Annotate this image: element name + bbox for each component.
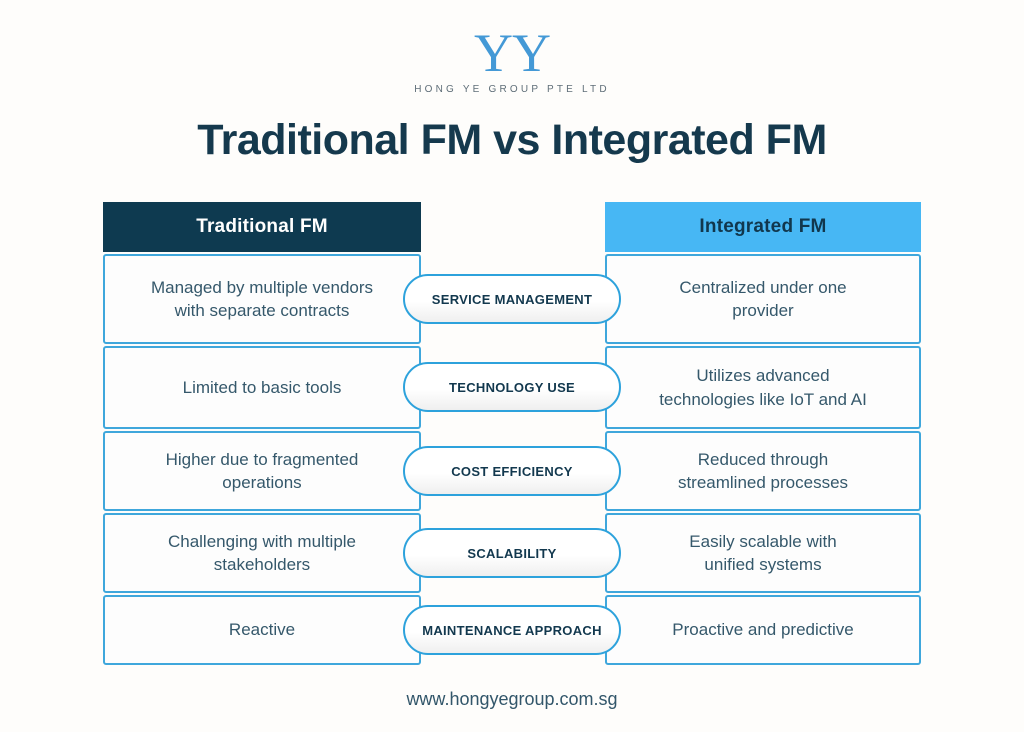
- traditional-fm-header: Traditional FM: [103, 202, 421, 252]
- integrated-maintenance-approach-cell: Proactive and predictive: [605, 595, 921, 665]
- integrated-scalability-cell: Easily scalable with unified systems: [605, 513, 921, 593]
- traditional-fm-column: Traditional FM Managed by multiple vendo…: [103, 202, 421, 665]
- category-pill-scalability: SCALABILITY: [403, 528, 621, 578]
- traditional-technology-use-cell: Limited to basic tools: [103, 346, 421, 429]
- integrated-technology-use-cell: Utilizes advanced technologies like IoT …: [605, 346, 921, 429]
- category-pill-service-management: SERVICE MANAGEMENT: [403, 274, 621, 324]
- integrated-cost-efficiency-cell: Reduced through streamlined processes: [605, 431, 921, 511]
- logo-monogram: YY: [474, 23, 551, 83]
- website-url: www.hongyegroup.com.sg: [406, 689, 618, 709]
- traditional-maintenance-approach-cell: Reactive: [103, 595, 421, 665]
- comparison-table: Traditional FM Managed by multiple vendo…: [103, 202, 921, 665]
- integrated-fm-header: Integrated FM: [605, 202, 921, 252]
- page-title: Traditional FM vs Integrated FM: [197, 116, 827, 164]
- traditional-scalability-cell: Challenging with multiple stakeholders: [103, 513, 421, 593]
- integrated-fm-column: Integrated FM Centralized under one prov…: [605, 202, 921, 665]
- logo: YY HONG YE GROUP PTE LTD: [0, 26, 1024, 95]
- traditional-service-management-cell: Managed by multiple vendors with separat…: [103, 254, 421, 344]
- logo-company-name: HONG YE GROUP PTE LTD: [414, 84, 610, 95]
- category-pill-technology-use: TECHNOLOGY USE: [403, 362, 621, 412]
- category-pill-cost-efficiency: COST EFFICIENCY: [403, 446, 621, 496]
- traditional-cost-efficiency-cell: Higher due to fragmented operations: [103, 431, 421, 511]
- integrated-service-management-cell: Centralized under one provider: [605, 254, 921, 344]
- category-pill-maintenance-approach: MAINTENANCE APPROACH: [403, 605, 621, 655]
